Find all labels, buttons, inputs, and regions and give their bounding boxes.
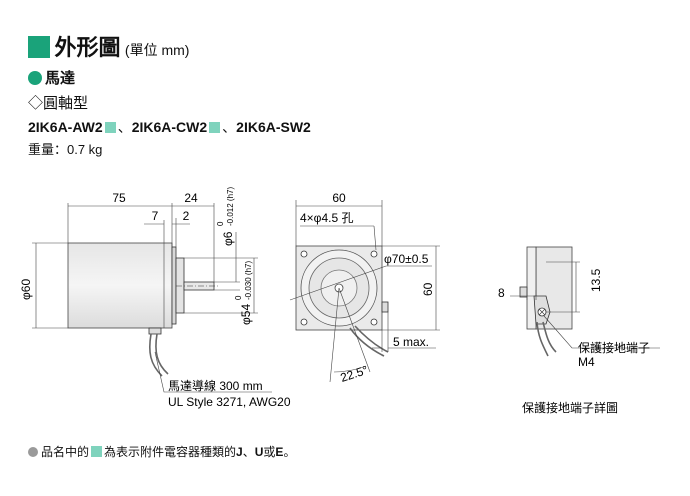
tol-pilot-top: 0 [234, 295, 243, 300]
header-marker-icon [28, 36, 50, 58]
footnote-u: U [254, 445, 264, 459]
detail-shaft-stub [519, 286, 528, 298]
detail-lead-2 [542, 321, 557, 353]
model-3: 2IK6A-SW2 [236, 119, 311, 135]
screw-size-label: M4 [578, 355, 595, 369]
unit-label: (單位 mm) [124, 42, 190, 58]
section-title-text: 馬達 [45, 70, 76, 87]
mount-holes-label: 4×φ4.5 孔 [300, 211, 353, 225]
footnote-end: 。 [283, 445, 296, 459]
front-lead-1 [349, 327, 385, 357]
model-list: 2IK6A-AW2、2IK6A-CW2、2IK6A-SW2 [28, 117, 311, 137]
footnote-sep: 、 [242, 445, 255, 459]
footnote-post: 為表示附件電容器種類的 [104, 445, 237, 459]
pcd-label: φ70±0.5 [384, 252, 429, 266]
mount-hole-tr [370, 250, 378, 258]
weight-label: 重量：0.7 kg [28, 142, 103, 157]
footnote-j: J [236, 445, 243, 459]
lead-wire-length: 馬達導線 300 mm [168, 378, 263, 393]
dim-body-dia: φ60 [19, 279, 33, 300]
tol-pilot-bot: -0.030 (h7) [244, 261, 253, 300]
footnote-or: 或 [263, 445, 276, 459]
footnote-pre: 品名中的 [41, 445, 90, 459]
page-header: 外形圖 (單位 mm) [28, 30, 190, 60]
detail-lead-1 [536, 321, 549, 357]
lead-wire-2 [155, 333, 169, 375]
page-title: 外形圖 [54, 35, 121, 60]
dim-75: 75 [112, 191, 126, 205]
angle-label: 22.5° [339, 363, 370, 385]
ground-tab [381, 301, 389, 313]
detail-caption: 保護接地端子詳圖 [522, 400, 618, 415]
mount-hole-br [370, 318, 378, 326]
dim-shaft-dia: φ6 [221, 231, 235, 246]
dim-pilot-dia: φ54 [239, 304, 253, 325]
shaft-type-label: ◇圓軸型 [28, 95, 89, 112]
capacitor-placeholder-icon [104, 122, 116, 133]
dim-8: 8 [498, 286, 505, 300]
footnote: 品名中的為表示附件電容器種類的J、U或E。 [28, 443, 295, 460]
max-label: 5 max. [393, 335, 429, 349]
side-view [32, 203, 272, 393]
dim-60-right: 60 [421, 282, 435, 296]
capacitor-placeholder-icon [91, 446, 103, 457]
model-1: 2IK6A-AW2 [28, 119, 103, 135]
motor-flange [171, 246, 177, 325]
dim-60-top: 60 [332, 191, 346, 205]
mount-hole-bl [300, 318, 308, 326]
motor-pilot [175, 257, 185, 314]
detail-flange [526, 246, 537, 330]
model-sep-1: 、 [117, 119, 132, 135]
lead-exit [148, 327, 162, 335]
tol-shaft-bot: -0.012 (h7) [226, 187, 235, 226]
dim-7: 7 [152, 209, 159, 223]
front-lead-2 [354, 325, 389, 353]
mount-hole-tl [300, 250, 308, 258]
dim-2: 2 [183, 209, 190, 223]
model-2: 2IK6A-CW2 [131, 119, 208, 135]
section-title: 馬達 [28, 67, 75, 88]
section-dot-icon [28, 71, 42, 85]
footnote-dot-icon [28, 447, 38, 457]
tol-shaft-top: 0 [216, 221, 225, 226]
lead-wire-spec: UL Style 3271, AWG20 [168, 395, 291, 409]
detail-view [510, 246, 660, 357]
dim-24: 24 [184, 191, 198, 205]
lead-wire-1 [148, 333, 163, 377]
motor-body [67, 242, 173, 329]
dim-13-5: 13.5 [589, 268, 603, 292]
front-view [289, 200, 440, 383]
model-sep-2: 、 [222, 119, 237, 135]
footnote-e: E [275, 445, 284, 459]
capacitor-placeholder-icon [209, 122, 221, 133]
ground-terminal-label: 保護接地端子 [578, 340, 650, 355]
